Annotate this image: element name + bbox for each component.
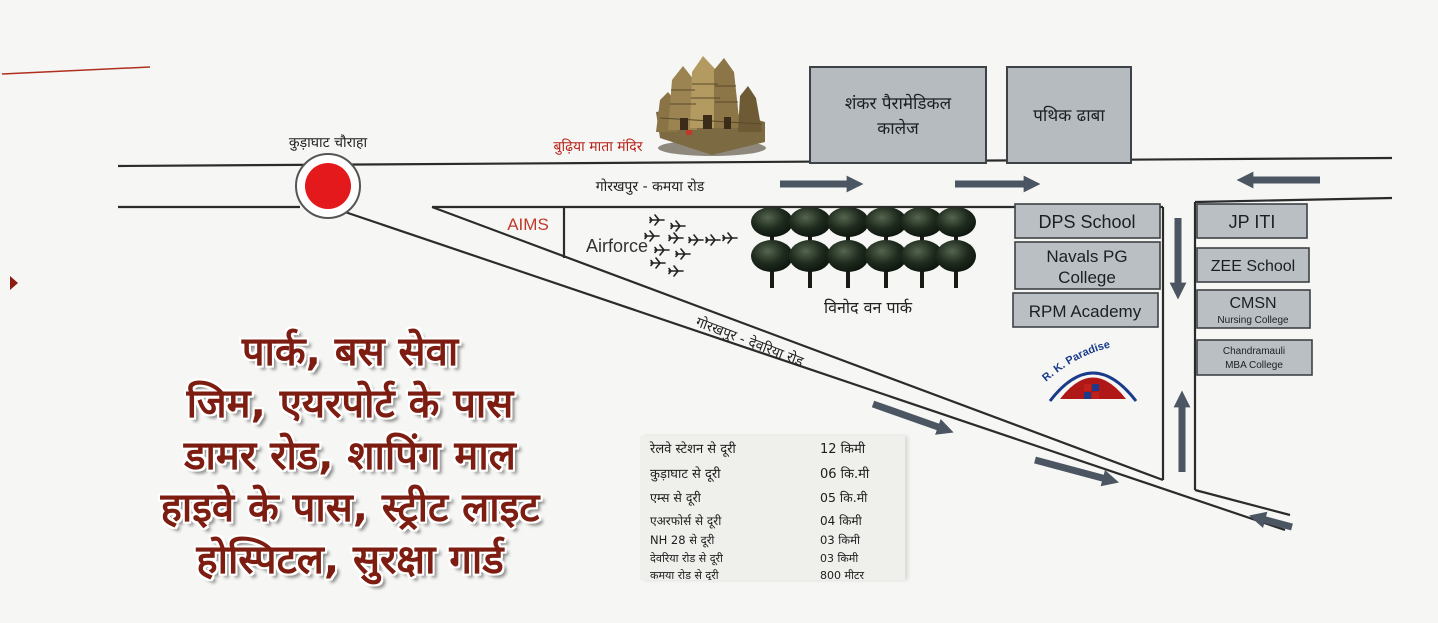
institution-label: Chandramauli bbox=[1223, 346, 1285, 357]
institution-label: ZEE School bbox=[1211, 258, 1295, 275]
airplane-icon bbox=[650, 257, 666, 269]
distance-value: 05 कि.मी bbox=[820, 489, 868, 505]
park-label: विनोद वन पार्क bbox=[824, 298, 913, 317]
distance-place: देवरिया रोड से दूरी bbox=[650, 552, 723, 565]
tree-icon bbox=[751, 207, 793, 244]
shankar-college-line-2: कालेज bbox=[877, 118, 919, 139]
distance-row: एअरफोर्स से दूरी 04 किमी bbox=[640, 509, 905, 531]
tree-icon bbox=[901, 240, 943, 288]
institution-sublabel: MBA College bbox=[1225, 360, 1283, 371]
junction-label: कुड़ाघाट चौराहा bbox=[289, 134, 368, 151]
tree-icon bbox=[827, 240, 869, 288]
distance-row: कमया रोड से दूरी 800 मीटर bbox=[640, 567, 905, 580]
airplane-icon bbox=[705, 234, 721, 246]
distance-value: 03 किमी bbox=[820, 533, 860, 547]
tree-icon bbox=[901, 207, 943, 244]
institution-navals-pg-college: Navals PG College bbox=[1014, 241, 1161, 290]
tree-icon bbox=[789, 240, 831, 288]
decor-triangle bbox=[10, 276, 18, 290]
institution-dps-school: DPS School bbox=[1014, 203, 1161, 239]
tree-icon bbox=[936, 207, 976, 244]
tree-icon bbox=[827, 207, 869, 244]
airplane-icon bbox=[675, 248, 691, 260]
distance-place: NH 28 से दूरी bbox=[650, 533, 715, 547]
distance-value: 04 किमी bbox=[820, 513, 862, 528]
tree-icon bbox=[865, 207, 907, 244]
institution-label: RPM Academy bbox=[1029, 302, 1142, 321]
airplane-icon bbox=[668, 232, 684, 244]
distance-value: 800 मीटर bbox=[820, 569, 864, 580]
pathik-dhaba: पथिक ढाबा bbox=[1006, 66, 1132, 164]
institution-zee-school: ZEE School bbox=[1196, 247, 1310, 283]
distance-row: देवरिया रोड से दूरी 03 किमी bbox=[640, 550, 905, 567]
airplane-icon bbox=[670, 220, 686, 232]
direction-arrow-icon bbox=[871, 400, 954, 435]
diagonal-road-label: गोरखपुर - देवरिया रोड bbox=[693, 313, 806, 370]
distance-place: रेलवे स्टेशन से दूरी bbox=[650, 442, 736, 457]
distance-place: एअरफोर्स से दूरी bbox=[650, 513, 722, 528]
institution-jp-iti: JP ITI bbox=[1196, 203, 1308, 239]
institution-chandramauli: Chandramauli MBA College bbox=[1196, 339, 1313, 376]
distance-row: एम्स से दूरी 05 कि.मी bbox=[640, 485, 905, 509]
traffic-arrows bbox=[780, 171, 1320, 531]
tree-icon bbox=[789, 207, 831, 244]
tree-icon bbox=[936, 240, 976, 288]
airplane-icon bbox=[722, 232, 738, 244]
airplane-icon bbox=[668, 265, 684, 277]
diagonal-road-upper-edge bbox=[431, 205, 1164, 482]
feature-line: हाइवे के पास, स्ट्रीट लाइट bbox=[160, 485, 540, 531]
institution-sublabel: Nursing College bbox=[1217, 315, 1289, 326]
main-road-label: गोरखपुर - कमया रोड bbox=[596, 178, 705, 195]
distance-table: रेलवे स्टेशन से दूरी 12 किमी कुड़ाघाट से… bbox=[640, 436, 905, 580]
institution-rpm-academy: RPM Academy bbox=[1012, 292, 1159, 328]
institution-label: Navals PG bbox=[1046, 247, 1127, 266]
distance-place: कमया रोड से दूरी bbox=[650, 569, 719, 580]
institution-cmsn: CMSN Nursing College bbox=[1196, 289, 1311, 329]
institution-label: CMSN bbox=[1229, 295, 1276, 312]
airplane-icon bbox=[649, 214, 665, 226]
decor-red-line bbox=[1, 66, 151, 75]
direction-arrow-icon bbox=[1249, 511, 1293, 531]
distance-value: 12 किमी bbox=[820, 442, 866, 457]
institution-label: JP ITI bbox=[1229, 212, 1276, 232]
feature-line: होस्पिटल, सुरक्षा गार्ड bbox=[196, 537, 504, 583]
distance-place: कुड़ाघाट से दूरी bbox=[650, 466, 721, 482]
side-road-bottom-edge bbox=[1194, 488, 1291, 517]
temple-icon bbox=[656, 56, 766, 156]
shankar-college-line-1: शंकर पैरामेडिकल bbox=[845, 93, 952, 114]
tree-icon bbox=[865, 240, 907, 288]
airforce-label: Airforce bbox=[586, 236, 648, 256]
rk-paradise-logo: R. K. Paradise bbox=[1040, 339, 1138, 402]
main-road-bottom-edge-right bbox=[1194, 196, 1393, 204]
distance-row: कुड़ाघाट से दूरी 06 कि.मी bbox=[640, 460, 905, 485]
shankar-paramedical-college: शंकर पैरामेडिकल कालेज bbox=[809, 66, 987, 164]
airplane-icon bbox=[644, 230, 660, 242]
institution-label: College bbox=[1058, 268, 1116, 287]
feature-line: पार्क, बस सेवा bbox=[241, 329, 459, 375]
direction-arrow-icon bbox=[1034, 456, 1119, 487]
logo-house-icon bbox=[1084, 384, 1099, 399]
pathik-dhaba-label: पथिक ढाबा bbox=[1033, 105, 1105, 126]
distance-value: 03 किमी bbox=[820, 552, 859, 565]
feature-line: जिम, एयरपोर्ट के पास bbox=[186, 381, 514, 427]
airplane-icon bbox=[688, 234, 704, 246]
distance-row: रेलवे स्टेशन से दूरी 12 किमी bbox=[640, 436, 905, 460]
diagonal-road-lower-edge bbox=[344, 210, 1286, 532]
airplane-icon bbox=[654, 244, 670, 256]
distance-value: 06 कि.मी bbox=[820, 466, 870, 482]
distance-place: एम्स से दूरी bbox=[650, 489, 701, 505]
temple-label: बुढ़िया माता मंदिर bbox=[554, 138, 643, 155]
feature-line: डामर रोड, शापिंग माल bbox=[184, 433, 516, 479]
features-list: पार्क, बस सेवा जिम, एयरपोर्ट के पास डामर… bbox=[40, 326, 660, 586]
institution-label: DPS School bbox=[1038, 212, 1135, 232]
airforce-planes bbox=[644, 214, 738, 277]
distance-row: NH 28 से दूरी 03 किमी bbox=[640, 531, 905, 550]
junction-marker-icon bbox=[295, 153, 361, 219]
tree-icon bbox=[751, 240, 793, 288]
park-trees bbox=[751, 207, 976, 288]
aims-label: AIMS bbox=[507, 215, 549, 234]
